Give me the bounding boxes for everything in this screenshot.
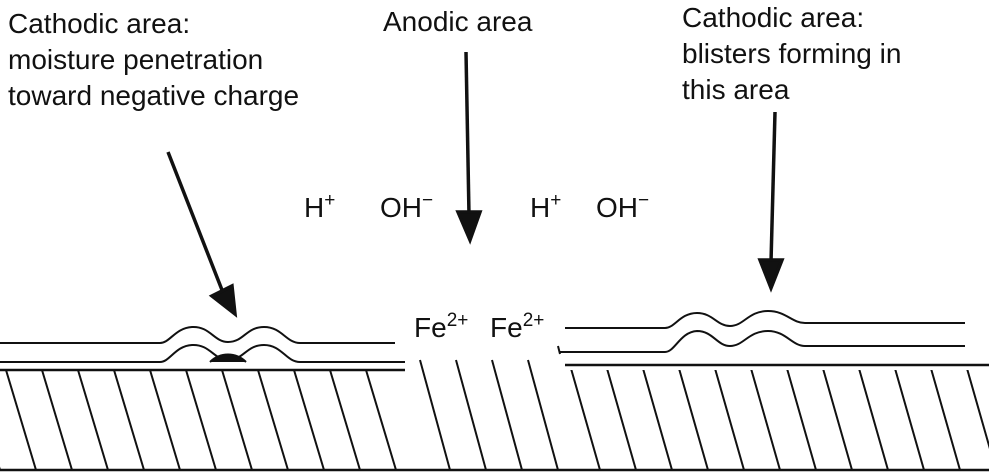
hatch-line	[329, 370, 361, 470]
coating-right-lower	[560, 329, 965, 353]
hatch-line	[41, 370, 73, 470]
hatch-line	[786, 370, 817, 470]
hatch-line	[750, 370, 781, 470]
coating-left-lower	[0, 343, 405, 363]
coating-right	[557, 309, 965, 355]
label-cathodic-left: Cathodic area: moisture penetration towa…	[8, 6, 299, 114]
ion-oh-minus-2: OH−	[596, 190, 650, 223]
hatch-line	[858, 370, 889, 470]
hatch-line	[714, 370, 745, 470]
metal-substrate	[0, 363, 989, 472]
coating-left-upper	[0, 325, 395, 344]
hatch-line	[570, 370, 601, 470]
arrow-anodic	[455, 51, 483, 245]
hatch-line	[365, 370, 397, 470]
ion-h-plus-1: H+	[304, 190, 336, 223]
ion-oh-minus-1: OH−	[380, 190, 434, 223]
hatch-line	[527, 359, 559, 470]
hatch-line	[113, 370, 145, 470]
hatch-left	[0, 370, 397, 470]
ion-h-plus-2: H+	[530, 190, 562, 223]
label-cathodic-right-line2: blisters forming in	[682, 38, 902, 69]
label-cathodic-right-line1: Cathodic area:	[682, 2, 865, 33]
hatch-pit	[419, 359, 559, 470]
hatch-line	[221, 370, 253, 470]
hatch-line	[77, 370, 109, 470]
arrows	[166, 51, 785, 318]
hatch-line	[606, 370, 637, 470]
arrow-cathodic-left	[166, 151, 238, 318]
arrow-cathodic-right	[757, 111, 785, 293]
hatch-line	[642, 370, 673, 470]
hatch-right	[570, 370, 989, 470]
hatch-line	[5, 370, 37, 470]
hatch-line	[419, 359, 451, 470]
hatch-line	[678, 370, 709, 470]
coating-right-edge	[557, 345, 561, 355]
coating-right-upper	[565, 309, 965, 329]
label-cathodic-left-line3: toward negative charge	[8, 80, 300, 111]
hatch-line	[822, 370, 853, 470]
hatch-line	[293, 370, 325, 470]
hatch-line	[930, 370, 961, 470]
label-anodic: Anodic area	[383, 6, 533, 37]
label-cathodic-left-line1: Cathodic area:	[8, 8, 191, 39]
ion-fe-2plus-2: Fe2+	[490, 310, 545, 343]
hatch-line	[185, 370, 217, 470]
label-cathodic-right-line3: this area	[682, 74, 790, 105]
hatch-line	[257, 370, 289, 470]
hatch-line	[491, 359, 523, 470]
label-cathodic-left-line2: moisture penetration	[8, 44, 264, 75]
ion-fe-2plus-1: Fe2+	[414, 310, 469, 343]
hatch-line	[966, 370, 989, 450]
label-cathodic-right: Cathodic area: blisters forming in this …	[682, 0, 901, 108]
hatch-line	[894, 370, 925, 470]
coating-left	[0, 325, 405, 363]
blister-cavity-left	[209, 353, 247, 363]
hatch-line	[149, 370, 181, 470]
hatch-line	[455, 359, 487, 470]
